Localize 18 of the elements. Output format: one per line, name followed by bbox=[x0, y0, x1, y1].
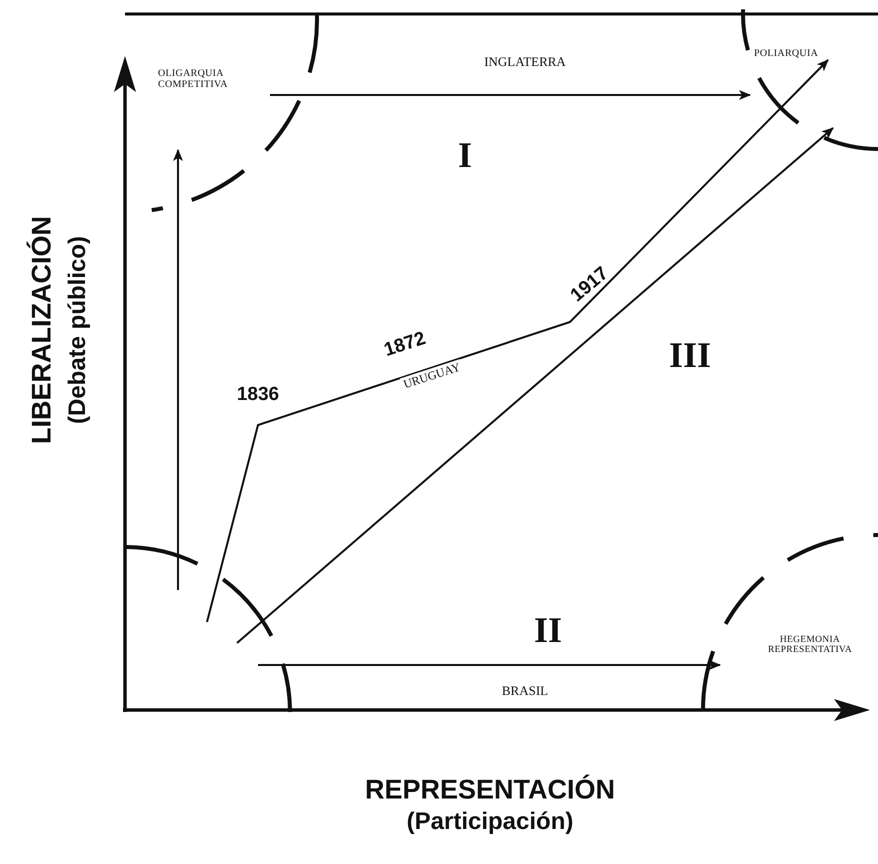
arrow bbox=[258, 660, 721, 670]
region-label: POLIARQUIA bbox=[754, 48, 834, 59]
axis-title: LIBERALIZACIÓN bbox=[26, 216, 58, 444]
region-label: HEGEMONIA REPRESENTATIVA bbox=[750, 635, 870, 656]
region-number: II bbox=[534, 609, 562, 651]
dashed-corner-arc bbox=[125, 545, 292, 712]
region-label: OLIGARQUIA COMPETITIVA bbox=[158, 68, 240, 90]
arrow bbox=[270, 90, 751, 100]
year-label: 1872 bbox=[382, 328, 428, 362]
arrow bbox=[173, 149, 183, 590]
axis-title: REPRESENTACIÓN bbox=[364, 774, 616, 806]
arrow bbox=[236, 127, 834, 644]
axis-title: (Participación) bbox=[406, 808, 574, 836]
arrow bbox=[206, 59, 829, 622]
year-label: 1836 bbox=[236, 384, 280, 406]
axis-title: (Debate público) bbox=[64, 236, 92, 424]
region-number: III bbox=[668, 334, 712, 376]
region-number: I bbox=[458, 134, 472, 176]
